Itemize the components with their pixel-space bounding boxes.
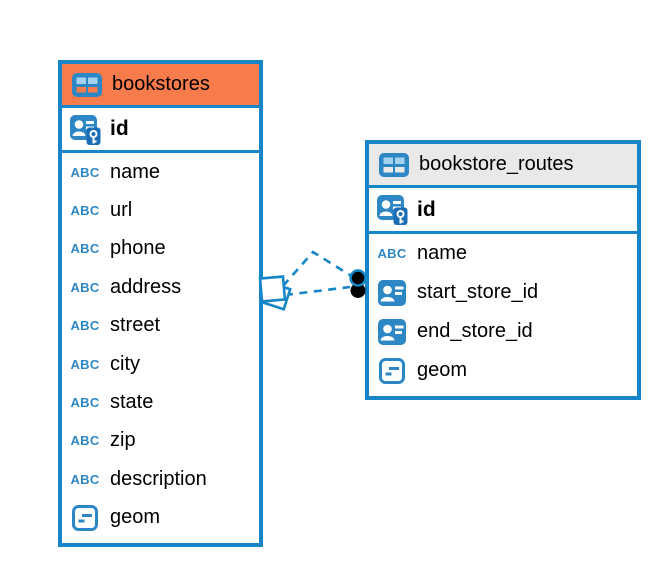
relationship-line[interactable]	[282, 250, 354, 287]
geometry-icon	[69, 504, 101, 531]
relationship-dot-marker[interactable]	[349, 269, 367, 299]
text-icon: ABC	[70, 203, 100, 219]
column-row[interactable]: ABC street	[62, 307, 259, 345]
column-name: url	[110, 199, 133, 222]
primary-key-name: id	[110, 117, 129, 140]
text-icon: ABC	[70, 164, 100, 180]
column-row[interactable]: start_store_id	[369, 273, 637, 312]
column-row[interactable]: ABC zip	[62, 422, 259, 460]
entity-header[interactable]: bookstores	[62, 64, 259, 108]
entity-title: bookstores	[112, 73, 210, 95]
text-icon: ABC	[70, 471, 100, 487]
column-name: zip	[110, 429, 136, 452]
column-name: state	[110, 391, 154, 414]
relationship-diamond-marker[interactable]	[258, 275, 292, 311]
column-row[interactable]: ABC url	[62, 191, 259, 229]
column-row[interactable]: ABC phone	[62, 230, 259, 268]
text-icon: ABC	[70, 433, 100, 449]
primary-key-icon	[376, 194, 408, 225]
column-row[interactable]: ABC name	[62, 153, 259, 191]
text-icon: ABC	[70, 279, 100, 295]
column-name: street	[110, 314, 161, 337]
text-icon: ABC	[70, 318, 100, 334]
column-row[interactable]: ABC state	[62, 383, 259, 421]
foreign-key-icon	[376, 318, 408, 345]
relationship-line[interactable]	[284, 285, 351, 297]
entity-title: bookstore_routes	[419, 153, 574, 175]
entity-header[interactable]: bookstore_routes	[369, 144, 637, 188]
table-icon	[71, 72, 103, 97]
primary-key-row[interactable]: id	[62, 108, 259, 153]
column-name: description	[110, 467, 207, 490]
foreign-key-icon	[376, 279, 408, 306]
text-icon: ABC	[377, 246, 407, 261]
text-icon: ABC	[70, 395, 100, 411]
entity-bookstore-routes[interactable]: bookstore_routes id ABC name start_store_i…	[365, 140, 641, 400]
column-name: city	[110, 352, 140, 375]
column-name: geom	[110, 506, 161, 529]
text-icon: ABC	[70, 356, 100, 372]
column-row[interactable]: ABC name	[369, 234, 637, 273]
geometry-icon	[376, 357, 408, 384]
primary-key-icon	[69, 114, 101, 145]
column-row[interactable]: end_store_id	[369, 312, 637, 351]
column-row[interactable]: geom	[369, 351, 637, 390]
column-name: name	[110, 160, 161, 183]
table-icon	[378, 152, 410, 177]
column-name: start_store_id	[417, 281, 539, 303]
column-row[interactable]: ABC city	[62, 345, 259, 383]
column-name: phone	[110, 237, 166, 260]
column-name: address	[110, 275, 182, 298]
primary-key-name: id	[417, 197, 436, 221]
column-row[interactable]: ABC address	[62, 268, 259, 306]
column-row[interactable]: geom	[62, 499, 259, 537]
column-row[interactable]: ABC description	[62, 460, 259, 498]
column-name: end_store_id	[417, 320, 533, 342]
text-icon: ABC	[70, 241, 100, 257]
column-name: geom	[417, 359, 468, 381]
column-name: name	[417, 242, 468, 264]
primary-key-row[interactable]: id	[369, 188, 637, 234]
